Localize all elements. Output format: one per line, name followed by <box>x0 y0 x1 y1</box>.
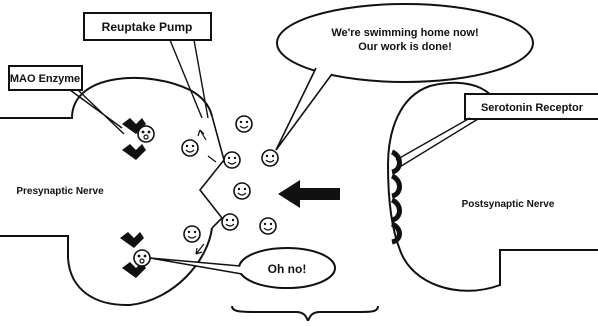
serotonin-receptor-label: Serotonin Receptor <box>481 102 584 114</box>
reuptake-pump-pointer <box>169 39 209 119</box>
direction-arrow-icon <box>278 180 340 208</box>
serotonin-molecule <box>221 213 239 231</box>
mao-enzyme-label: MAO Enzyme <box>10 73 80 85</box>
serotonin-receptors <box>390 149 402 245</box>
reuptake-pump-label: Reuptake Pump <box>102 20 193 34</box>
speech-bubble-swimming <box>276 3 534 83</box>
speech-swimming-line1: We're swimming home now! <box>331 27 478 39</box>
presynaptic-release-edge <box>198 115 225 229</box>
speech-oh-no: Oh no! <box>268 262 307 276</box>
mao-enzyme-pointer <box>69 89 125 135</box>
serotonin-receptor-pointer <box>395 117 479 169</box>
serotonin-molecule-shocked-lower <box>133 249 151 267</box>
postsynaptic-nerve-outline <box>386 81 598 292</box>
presynaptic-nerve-outline <box>0 76 213 307</box>
speech-bubble-swimming-tail <box>275 67 333 151</box>
serotonin-receptor-label-box <box>464 93 598 120</box>
synaptic-cleft-brace <box>231 305 379 322</box>
speech-swimming-line2: Our work is done! <box>358 41 452 53</box>
serotonin-molecule <box>183 225 201 243</box>
serotonin-molecule-shocked-upper <box>137 125 155 143</box>
speech-bubble-oh-no-tail <box>149 257 243 275</box>
postsynaptic-nerve-label: Postsynaptic Nerve <box>462 199 555 210</box>
serotonin-molecule <box>181 139 199 157</box>
mao-enzyme-label-box <box>8 65 83 91</box>
serotonin-molecule <box>235 115 253 133</box>
reuptake-pump-label-box <box>83 12 212 41</box>
serotonin-molecule <box>223 151 241 169</box>
serotonin-molecule <box>259 217 277 235</box>
serotonin-molecule <box>261 149 279 167</box>
serotonin-molecule <box>233 182 251 200</box>
presynaptic-nerve-label: Presynaptic Nerve <box>16 186 104 197</box>
reuptake-motion-arrows <box>195 129 217 255</box>
